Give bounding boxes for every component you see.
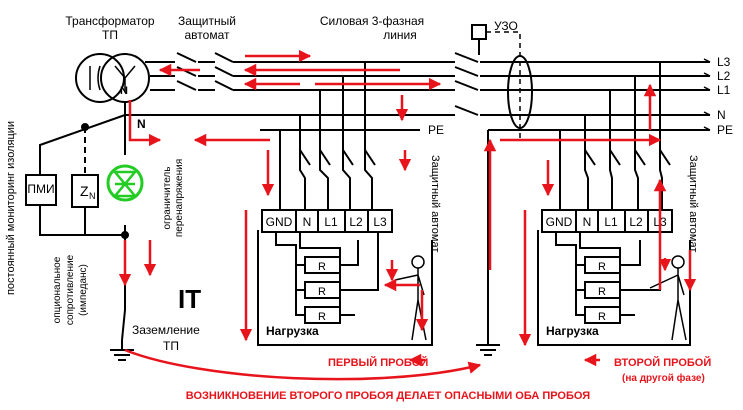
left-load-label: Нагрузка (266, 324, 319, 338)
optional-resistance-line2: сопротивление (65, 254, 76, 325)
fault-current-path (118, 49, 697, 347)
rcd-label: УЗО (494, 19, 518, 33)
left-terminal-block (261, 209, 393, 233)
insulation-monitoring (25, 114, 129, 341)
right-terminal-l2: L2 (629, 215, 643, 229)
left-load-circuit (257, 62, 433, 346)
zn-label: Z (80, 183, 89, 199)
breaker-title: Защитный (178, 14, 236, 28)
left-resistor-2: R (318, 286, 326, 298)
left-terminal-l1: L1 (324, 215, 338, 229)
left-resistor-1: R (318, 261, 326, 273)
ground-label-line2: ТП (163, 339, 179, 353)
transformer (75, 53, 150, 103)
transformer-neutral-label: N (120, 85, 128, 97)
fault-return-arrow (124, 348, 482, 381)
optional-resistance-line1: опциональное (52, 256, 63, 323)
it-system-label: IT (178, 284, 201, 314)
pe-label-left: PE (428, 123, 444, 137)
transformer-n-label: N (137, 117, 146, 131)
ground-label-line1: Заземление (132, 323, 200, 337)
power-line-title: Силовая 3-фазная (320, 14, 424, 28)
left-resistor-3: R (318, 311, 326, 323)
surge-arrester-icon (106, 164, 144, 202)
right-breaker-label: Защитный автомат (687, 155, 699, 252)
transformer-subtitle: ТП (102, 28, 118, 42)
right-resistor-2: R (598, 286, 606, 298)
power-line-subtitle: линия (383, 28, 417, 42)
rcd (471, 24, 533, 140)
right-resistor-3: R (598, 311, 606, 323)
left-terminal-n: N (303, 215, 312, 229)
right-terminal-n: N (583, 215, 592, 229)
left-breaker-label: Защитный автомат (429, 155, 441, 252)
optional-resistance-line3: (импеданс) (78, 264, 89, 316)
pmi-label: ПМИ (27, 182, 54, 196)
right-terminal-gnd: GND (546, 215, 573, 229)
ground-icon-middle (476, 130, 500, 356)
pe-label-right: PE (717, 123, 733, 137)
right-resistors (584, 256, 621, 324)
ground-icon-tp (110, 340, 134, 361)
limiter-line1: ограничитель (162, 167, 173, 230)
left-resistors (304, 256, 341, 324)
neutral-label: N (717, 108, 726, 122)
left-terminal-gnd: GND (266, 215, 293, 229)
right-resistor-1: R (598, 261, 606, 273)
phase-lines (124, 52, 710, 131)
first-fault-label: ПЕРВЫЙ ПРОБОЙ (328, 356, 428, 369)
phase-l3-label: L3 (717, 55, 731, 69)
second-fault-note: (на другой фазе) (622, 372, 705, 384)
person-icon-right (649, 255, 687, 341)
second-fault-label: ВТОРОЙ ПРОБОЙ (614, 356, 711, 369)
right-terminal-l1: L1 (604, 215, 618, 229)
zn-subscript: N (89, 191, 96, 201)
left-terminal-l3: L3 (373, 215, 387, 229)
right-load-label: Нагрузка (546, 324, 599, 338)
right-terminal-block (541, 209, 673, 233)
right-load-circuit (537, 62, 691, 346)
left-terminal-l2: L2 (349, 215, 363, 229)
transformer-title: Трансформатор (65, 14, 155, 28)
phase-l1-label: L1 (717, 83, 731, 97)
phase-l2-label: L2 (717, 69, 731, 83)
limiter-line2: перенапряжения (174, 159, 185, 237)
breaker-subtitle: автомат (185, 28, 230, 42)
bottom-caption: ВОЗНИКНОВЕНИЕ ВТОРОГО ПРОБОЯ ДЕЛАЕТ ОПАС… (186, 390, 590, 402)
monitoring-label: постоянный мониторинг изоляции (5, 121, 17, 295)
